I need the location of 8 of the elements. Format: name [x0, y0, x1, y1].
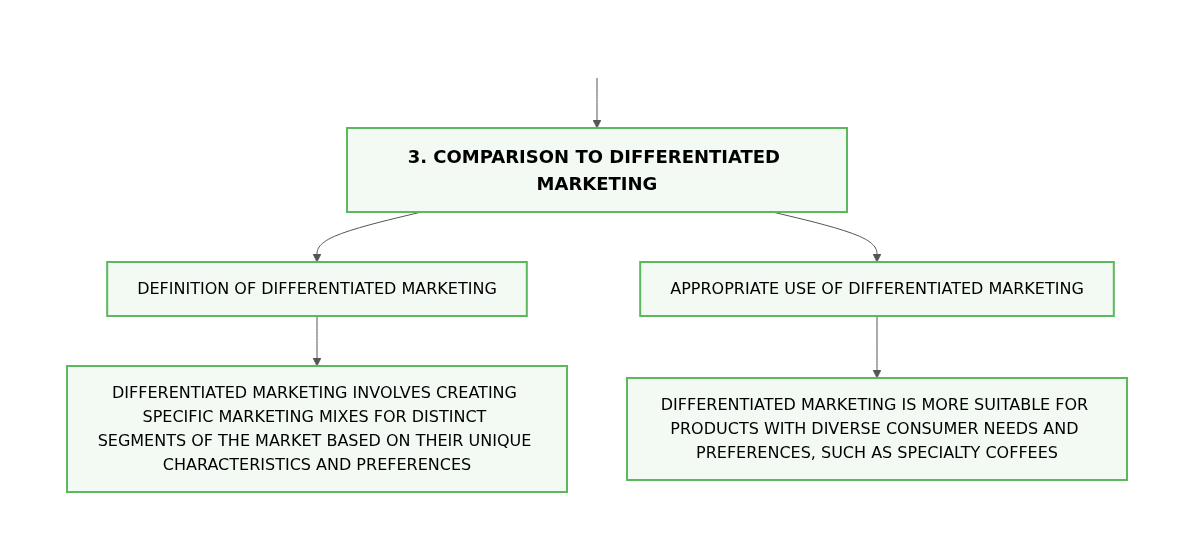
- arrow: [312, 315, 321, 367]
- arrow: [592, 77, 601, 129]
- arrow: [872, 315, 881, 379]
- node-box: APPROPRIATE USE OF DIFFERENTIATED MARKETING: [638, 261, 1115, 317]
- node-box: 3. COMPARISON TO DIFFERENTIATED MARKETING: [345, 127, 848, 213]
- node-box: DIFFERENTIATED MARKETING INVOLVES CREATING SPECIFIC MARKETING MIXES FOR DISTINCT SEGMENTS OF THE MARKET BASED ON THEIR UNIQUE CHARACTERISTICS AND PREFERENCES: [65, 365, 568, 493]
- node-box: DEFINITION OF DIFFERENTIATED MARKETING: [105, 261, 528, 317]
- node-box: DIFFERENTIATED MARKETING IS MORE SUITABLE FOR PRODUCTS WITH DIVERSE CONSUMER NEEDS AND PREFERENCES, SUCH AS SPECIALTY COFFEES: [625, 377, 1128, 481]
